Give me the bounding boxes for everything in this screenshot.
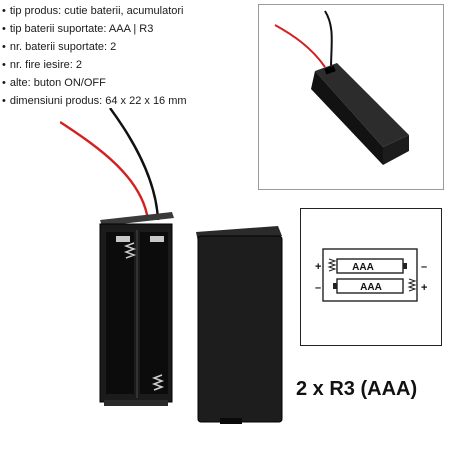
battery-box-lid [196,226,283,424]
closed-box-drawing [274,10,409,165]
thumb-red-wire [274,24,326,68]
polarity-minus-bottom-left: – [315,282,321,294]
polarity-minus-top-right: – [421,261,427,273]
battery-holder-open-photo [60,108,283,424]
thumb-black-wire [324,10,333,70]
spec-dimensions: dimensiuni produs: 64 x 22 x 16 mm [2,92,187,110]
cell-top-label: AAA [352,262,374,273]
polarity-plus-bottom-right: + [421,282,427,294]
polarity-plus-top-left: + [315,261,321,273]
closed-box-thumbnail [258,4,444,190]
spec-other: alte: buton ON/OFF [2,74,187,92]
switch-icon [324,65,336,75]
spec-battery-count: nr. baterii suportate: 2 [2,38,187,56]
polarity-schematic: AAA AAA + – – + [315,248,427,302]
black-wire [109,108,160,221]
spec-product-type: tip produs: cutie baterii, acumulatori [2,2,187,20]
cell-bottom-label: AAA [360,282,382,293]
open-battery-box [99,212,174,406]
battery-size-caption: 2 x R3 (AAA) [296,378,418,400]
red-wire [60,120,150,221]
battery-polarity-diagram: AAA AAA + – – + [300,208,442,346]
product-specs-list: tip produs: cutie baterii, acumulatori t… [2,2,187,110]
spec-wire-count: nr. fire iesire: 2 [2,56,187,74]
spec-battery-type: tip baterii suportate: AAA | R3 [2,20,187,38]
